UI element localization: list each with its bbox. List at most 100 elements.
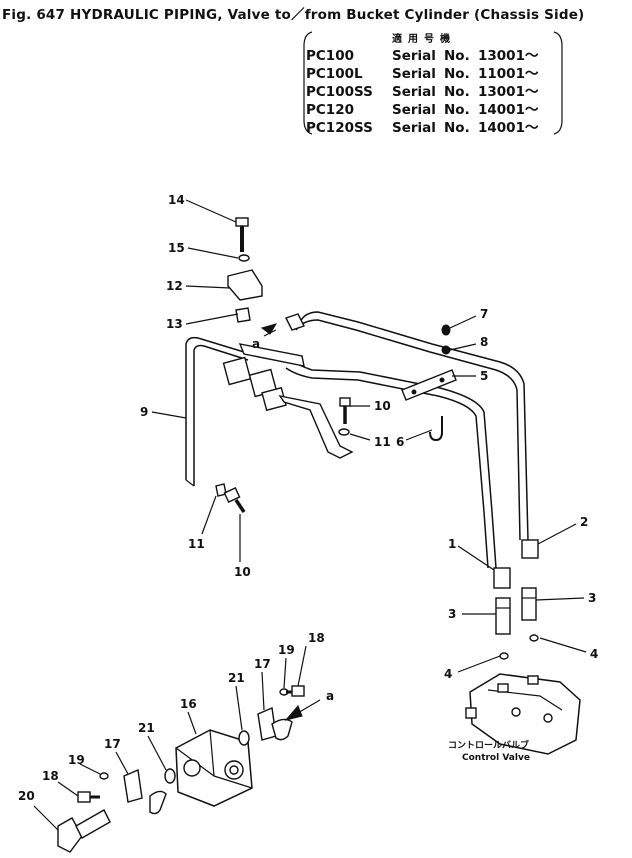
left-bracket xyxy=(303,31,313,135)
u-bolt-6 xyxy=(429,416,443,442)
callout-15: 15 xyxy=(168,241,185,255)
flange-elbow-lower xyxy=(149,790,167,815)
o-ring-21-lower xyxy=(164,768,176,784)
clamp-block-12 xyxy=(227,269,263,301)
no-label: No. xyxy=(444,102,470,118)
o-ring-4-right xyxy=(529,634,539,642)
serial-row: PC120 Serial No. 14001～ xyxy=(306,98,538,118)
callout-11-upper: 11 xyxy=(374,435,391,449)
control-valve-label-en: Control Valve xyxy=(462,753,530,763)
serial-label: Serial xyxy=(392,66,436,82)
serial-row: PC100L Serial No. 11001～ xyxy=(306,62,538,82)
callout-10-lower: 10 xyxy=(234,565,251,579)
model-name: PC120SS xyxy=(306,120,373,136)
pipe-end-nuts xyxy=(493,539,539,589)
serial-row: PC100 Serial No. 13001～ xyxy=(306,44,538,64)
serial-number: 11001～ xyxy=(478,66,539,82)
no-label: No. xyxy=(444,66,470,82)
callout-14: 14 xyxy=(168,193,185,207)
callout-11-lower: 11 xyxy=(188,537,205,551)
washer-11-upper xyxy=(338,428,350,436)
ref-a-top: a xyxy=(252,337,260,351)
callout-4-right: 4 xyxy=(590,647,598,661)
elbow-fitting xyxy=(285,313,305,331)
o-ring-21-upper xyxy=(238,730,250,746)
bolt-10-upper xyxy=(339,397,351,424)
callout-10-upper: 10 xyxy=(374,399,391,413)
control-valve xyxy=(465,673,581,755)
callout-3-right: 3 xyxy=(588,591,596,605)
connector-3-right xyxy=(521,587,537,621)
right-bracket xyxy=(553,31,563,135)
model-name: PC120 xyxy=(306,102,354,118)
model-name: PC100L xyxy=(306,66,363,82)
nut-2 xyxy=(521,539,539,559)
nut-1 xyxy=(493,567,511,589)
serial-label: Serial xyxy=(392,102,436,118)
callout-18-lower: 18 xyxy=(42,769,59,783)
callout-12: 12 xyxy=(166,279,183,293)
callout-3-left: 3 xyxy=(448,607,456,621)
callout-6: 6 xyxy=(396,435,404,449)
figure-header: Fig. 647 HYDRAULIC PIPING, Valve to／from… xyxy=(0,0,632,140)
callout-13: 13 xyxy=(166,317,183,331)
control-valve-label-jp: コントロールバルブ xyxy=(448,739,529,751)
clamp-plate-5 xyxy=(401,369,457,401)
callout-2: 2 xyxy=(580,515,588,529)
callout-17-lower: 17 xyxy=(104,737,121,751)
connector-3-left xyxy=(495,597,511,635)
washer-8 xyxy=(441,345,451,355)
bolt-14 xyxy=(235,217,249,252)
nut-7 xyxy=(441,324,451,336)
serial-row: PC120SS Serial No. 14001～ xyxy=(306,116,538,136)
callout-21-upper: 21 xyxy=(228,671,245,685)
no-label: No. xyxy=(444,48,470,64)
ref-a-bottom: a xyxy=(326,689,334,703)
callout-16: 16 xyxy=(180,697,197,711)
callout-4-left: 4 xyxy=(444,667,452,681)
serial-number: 14001～ xyxy=(478,120,539,136)
serial-label: Serial xyxy=(392,120,436,136)
callout-19-lower: 19 xyxy=(68,753,85,767)
leader-lines xyxy=(33,199,587,831)
flange-elbow-upper xyxy=(271,718,293,741)
figure-title: Fig. 647 HYDRAULIC PIPING, Valve to／from… xyxy=(2,7,585,23)
serial-label: Serial xyxy=(392,48,436,64)
no-label: No. xyxy=(444,120,470,136)
callout-8: 8 xyxy=(480,335,488,349)
serial-number: 13001～ xyxy=(478,48,539,64)
pipe-block-fittings xyxy=(222,343,354,459)
pipe-1 xyxy=(285,359,497,569)
o-ring-4-left xyxy=(499,652,509,660)
reference-arrow-a-top xyxy=(260,323,278,337)
callout-9: 9 xyxy=(140,405,148,419)
serial-label: Serial xyxy=(392,84,436,100)
serial-number: 13001～ xyxy=(478,84,539,100)
callout-17-upper: 17 xyxy=(254,657,271,671)
callout-19-upper: 19 xyxy=(278,643,295,657)
callout-7: 7 xyxy=(480,307,488,321)
reference-arrow-a-bottom xyxy=(284,699,321,721)
callout-5: 5 xyxy=(480,369,488,383)
washer-19-lower xyxy=(99,772,109,780)
serial-number: 14001～ xyxy=(478,102,539,118)
elbow-hose-fitting-20 xyxy=(57,809,111,853)
callout-21-lower: 21 xyxy=(138,721,155,735)
serial-row: PC100SS Serial No. 13001～ xyxy=(306,80,538,100)
support-bracket-9 xyxy=(185,336,249,487)
nut-13 xyxy=(235,307,251,323)
bolt-10-lower xyxy=(223,487,246,513)
washer-15 xyxy=(238,254,250,262)
no-label: No. xyxy=(444,84,470,100)
callout-20: 20 xyxy=(18,789,35,803)
bolt-18-lower xyxy=(77,791,100,803)
callout-18-upper: 18 xyxy=(308,631,325,645)
valve-block-16 xyxy=(175,729,253,807)
model-name: PC100SS xyxy=(306,84,373,100)
callout-1: 1 xyxy=(448,537,456,551)
split-flange-17-lower xyxy=(123,768,143,803)
bolt-18-upper xyxy=(286,685,305,697)
model-name: PC100 xyxy=(306,48,354,64)
applicable-models-heading: 適用号機 xyxy=(392,34,456,45)
